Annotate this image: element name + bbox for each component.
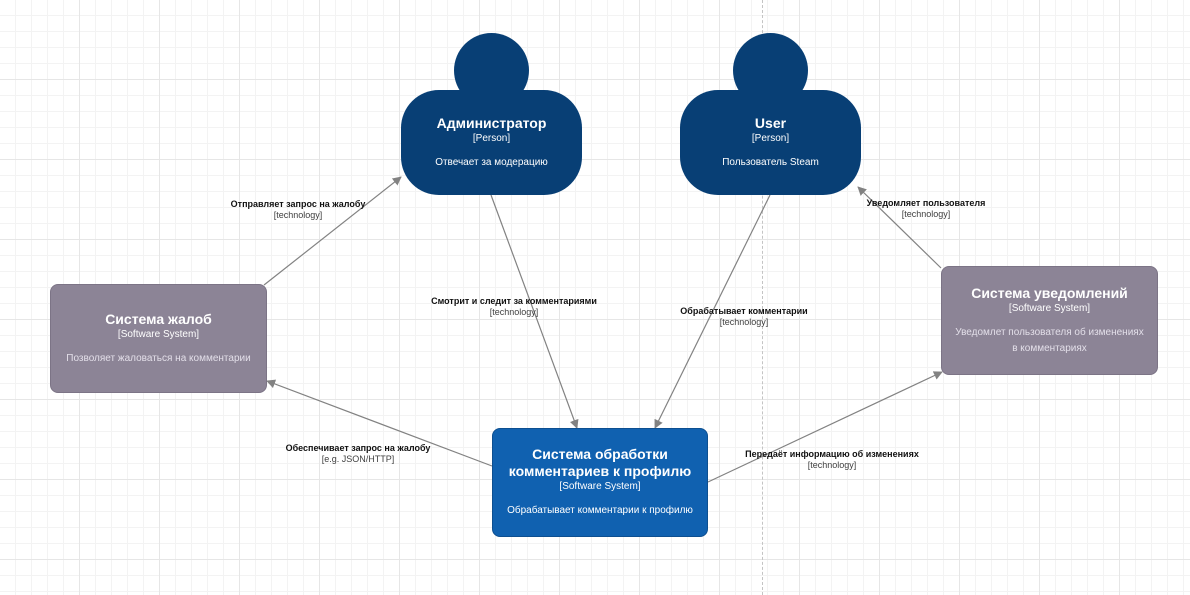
notifications-system-node[interactable]: Система уведомлений [Software System] Ув… (941, 266, 1158, 375)
complaints-type: [Software System] (117, 328, 200, 340)
user-title: User (754, 114, 787, 131)
page-break-line (762, 0, 763, 595)
notifications-title: Система уведомлений (971, 284, 1128, 301)
edge-label-user-to-processing: Обрабатывает комментарии [technology] (676, 306, 812, 328)
admin-title: Администратор (436, 114, 547, 131)
edge-label-text: Обрабатывает комментарии (680, 306, 808, 316)
notifications-description: Уведомлет пользователя об изменениях в к… (955, 326, 1144, 354)
edge-label-tech: [technology] (807, 460, 857, 470)
edge-label-text: Смотрит и следит за комментариями (431, 296, 597, 306)
processing-system-node[interactable]: Система обработки комментариев к профилю… (492, 428, 708, 537)
complaints-system-node[interactable]: Система жалоб [Software System] Позволяе… (50, 284, 267, 393)
user-description: Пользователь Steam (722, 156, 819, 168)
notifications-type: [Software System] (1008, 302, 1091, 314)
edge-user-to-processing[interactable] (654, 194, 771, 429)
edge-complaints-to-admin[interactable] (263, 176, 402, 286)
edge-label-tech: [technology] (273, 210, 323, 220)
edge-label-complaints-to-admin: Отправляет запрос на жалобу [technology] (230, 199, 366, 221)
edge-label-processing-to-notifications: Передаёт информацию об изменениях [techn… (743, 449, 921, 471)
edge-label-text: Передаёт информацию об изменениях (745, 449, 919, 459)
edge-label-processing-to-complaints: Обеспечивает запрос на жалобу [e.g. JSON… (284, 443, 432, 465)
edge-label-admin-to-processing: Смотрит и следит за комментариями [techn… (430, 296, 598, 318)
complaints-description: Позволяет жаловаться на комментарии (66, 352, 251, 364)
processing-description: Обрабатывает комментарии к профилю (507, 505, 693, 516)
processing-title: Система обработки комментариев к профилю (508, 446, 692, 479)
processing-type: [Software System] (559, 481, 641, 492)
admin-description: Отвечает за модерацию (435, 156, 548, 168)
admin-type: [Person] (472, 132, 511, 144)
edge-processing-to-notifications[interactable] (707, 371, 943, 483)
edge-admin-to-processing[interactable] (490, 194, 579, 429)
complaints-title: Система жалоб (105, 310, 212, 327)
user-person-node[interactable]: User [Person] Пользователь Steam (680, 90, 861, 195)
edge-label-text: Обеспечивает запрос на жалобу (285, 443, 431, 453)
edge-label-tech: [technology] (719, 317, 769, 327)
edge-notifications-to-user[interactable] (857, 186, 942, 269)
edge-label-notifications-to-user: Уведомляет пользователя [technology] (864, 198, 988, 220)
user-type: [Person] (751, 132, 790, 144)
edge-label-text: Отправляет запрос на жалобу (230, 199, 366, 209)
admin-person-node[interactable]: Администратор [Person] Отвечает за модер… (401, 90, 582, 195)
edge-label-text: Уведомляет пользователя (866, 198, 986, 208)
edge-label-tech: [technology] (901, 209, 951, 219)
edge-label-tech: [technology] (489, 307, 539, 317)
edge-label-tech: [e.g. JSON/HTTP] (321, 454, 395, 464)
edge-processing-to-complaints[interactable] (266, 379, 493, 467)
